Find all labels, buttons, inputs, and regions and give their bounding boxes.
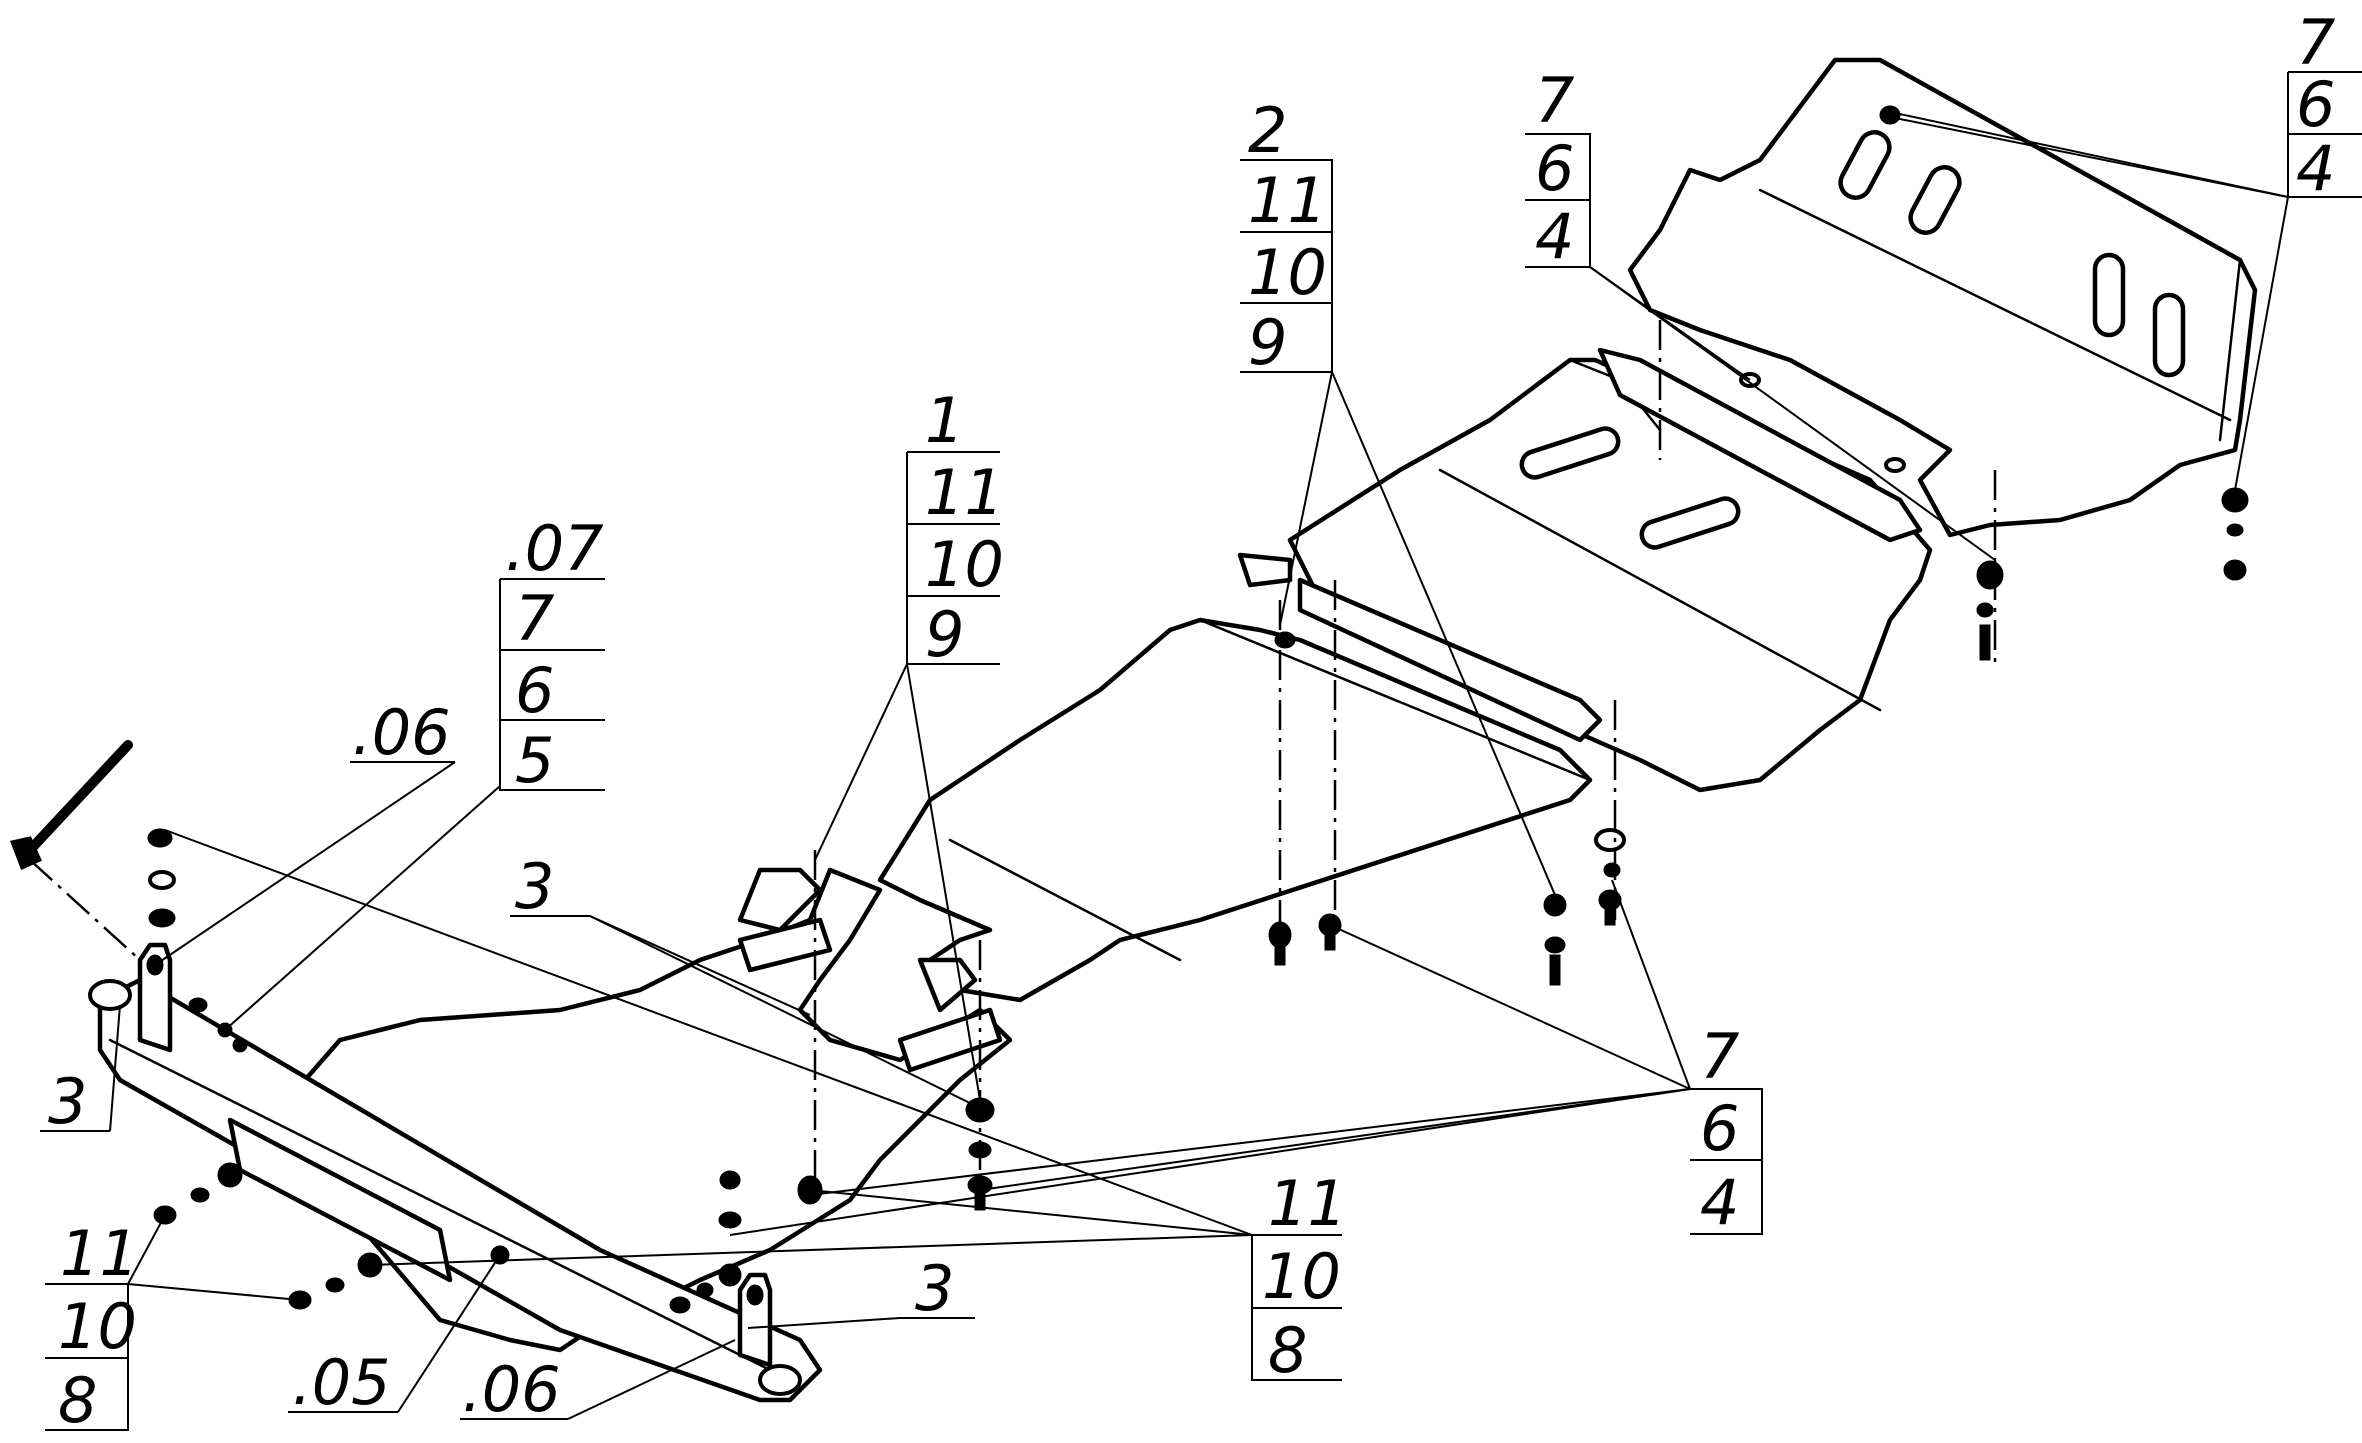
callout-label: 4 [1700, 1166, 1739, 1239]
callout-right-lower: 7 6 4 [1690, 1020, 1763, 1239]
callout-bottom-3: 3 [900, 1252, 975, 1325]
callout-label: 8 [1268, 1314, 1307, 1387]
middle-skid-plate [1287, 347, 1933, 793]
rear-skid-plate [1627, 57, 2258, 538]
callout-label: .05 [292, 1346, 391, 1419]
callout-label: .07 [505, 512, 604, 585]
callout-label: 6 [1700, 1092, 1739, 1165]
callout-label: 3 [515, 850, 554, 923]
front-cross-beam [88, 942, 823, 1403]
callout-left-bracket: .07 7 6 5 [499, 512, 605, 797]
callout-label: 4 [1535, 200, 1574, 273]
callout-label: 11 [925, 456, 1004, 529]
callout-label: 10 [1248, 236, 1327, 309]
callout-label: 9 [1248, 306, 1287, 379]
callout-label: 9 [925, 598, 964, 671]
axis-lines [29, 320, 1997, 1200]
callout-part-2: 2 11 10 9 [1240, 94, 1333, 379]
callout-label: 10 [58, 1290, 137, 1363]
callout-upper-mid: 7 6 4 [1525, 64, 1591, 273]
callout-label: 10 [1262, 1240, 1341, 1313]
callout-label: 4 [2296, 132, 2335, 205]
callout-bottom-06: .06 [460, 1353, 568, 1426]
callout-bottom-left: 11 10 8 [45, 1217, 139, 1437]
fasteners [9, 105, 2249, 1314]
callout-label: .06 [462, 1353, 561, 1426]
callout-part-1: 1 11 10 9 [906, 384, 1004, 671]
callout-label: 11 [1248, 164, 1327, 237]
callout-label: 7 [1535, 64, 1574, 137]
callout-label: 6 [515, 654, 554, 727]
callout-label: 11 [1268, 1167, 1347, 1240]
callout-label: 2 [1248, 94, 1287, 167]
leader-lines [109, 112, 2289, 1420]
callout-label: 11 [60, 1217, 139, 1290]
callout-label: 7 [1700, 1020, 1739, 1093]
callout-center-3: 3 [510, 850, 590, 923]
callout-label: 7 [2296, 6, 2335, 79]
callout-label: 1 [925, 384, 964, 457]
callout-left-06: .06 [350, 696, 455, 769]
callout-label: 5 [515, 724, 554, 797]
front-middle-skid-plate [877, 552, 1603, 1003]
callout-label: 10 [925, 528, 1004, 601]
callout-bottom-mid: 11 10 8 [1251, 1167, 1347, 1387]
callout-left-3: 3 [40, 1065, 110, 1138]
callout-label: 6 [2296, 68, 2335, 141]
callout-label: 8 [58, 1364, 97, 1437]
callout-label: 6 [1535, 132, 1574, 205]
callout-label: 7 [515, 582, 554, 655]
callout-bottom-05: .05 [288, 1346, 398, 1419]
callout-top-right: 7 6 4 [2287, 6, 2362, 205]
callout-label: 3 [915, 1252, 954, 1325]
callout-label: .06 [352, 696, 451, 769]
callout-label: 3 [48, 1065, 87, 1138]
